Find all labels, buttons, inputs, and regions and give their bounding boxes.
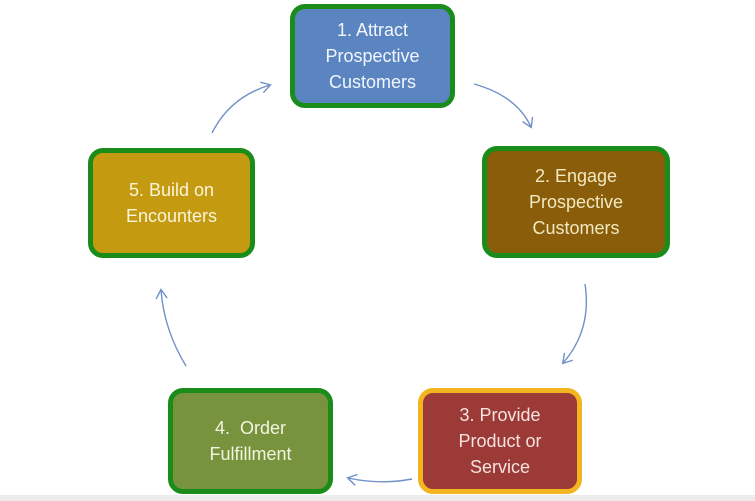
node-build-on-encounters: 5. Build on Encounters [88,148,255,258]
arrow-attract-to-engage [473,83,534,129]
node-label: 4. Order Fulfillment [209,418,292,464]
arrow-fulfill-to-build [155,288,187,367]
node-label: 1. Attract Prospective Customers [325,20,420,92]
bottom-edge-strip [0,495,755,501]
node-order-fulfillment: 4. Order Fulfillment [168,388,333,494]
arrow-engage-to-provide [561,283,588,365]
arrow-build-to-attract [211,81,272,134]
node-label: 5. Build on Encounters [125,180,218,226]
node-engage-prospective-customers: 2. Engage Prospective Customers [482,146,670,258]
arrow-provide-to-fulfill [346,473,413,486]
node-attract-prospective-customers: 1. Attract Prospective Customers [290,4,455,108]
node-label: 3. Provide Product or Service [458,405,542,477]
node-provide-product-or-service: 3. Provide Product or Service [418,388,582,494]
node-label: 2. Engage Prospective Customers [528,166,624,238]
